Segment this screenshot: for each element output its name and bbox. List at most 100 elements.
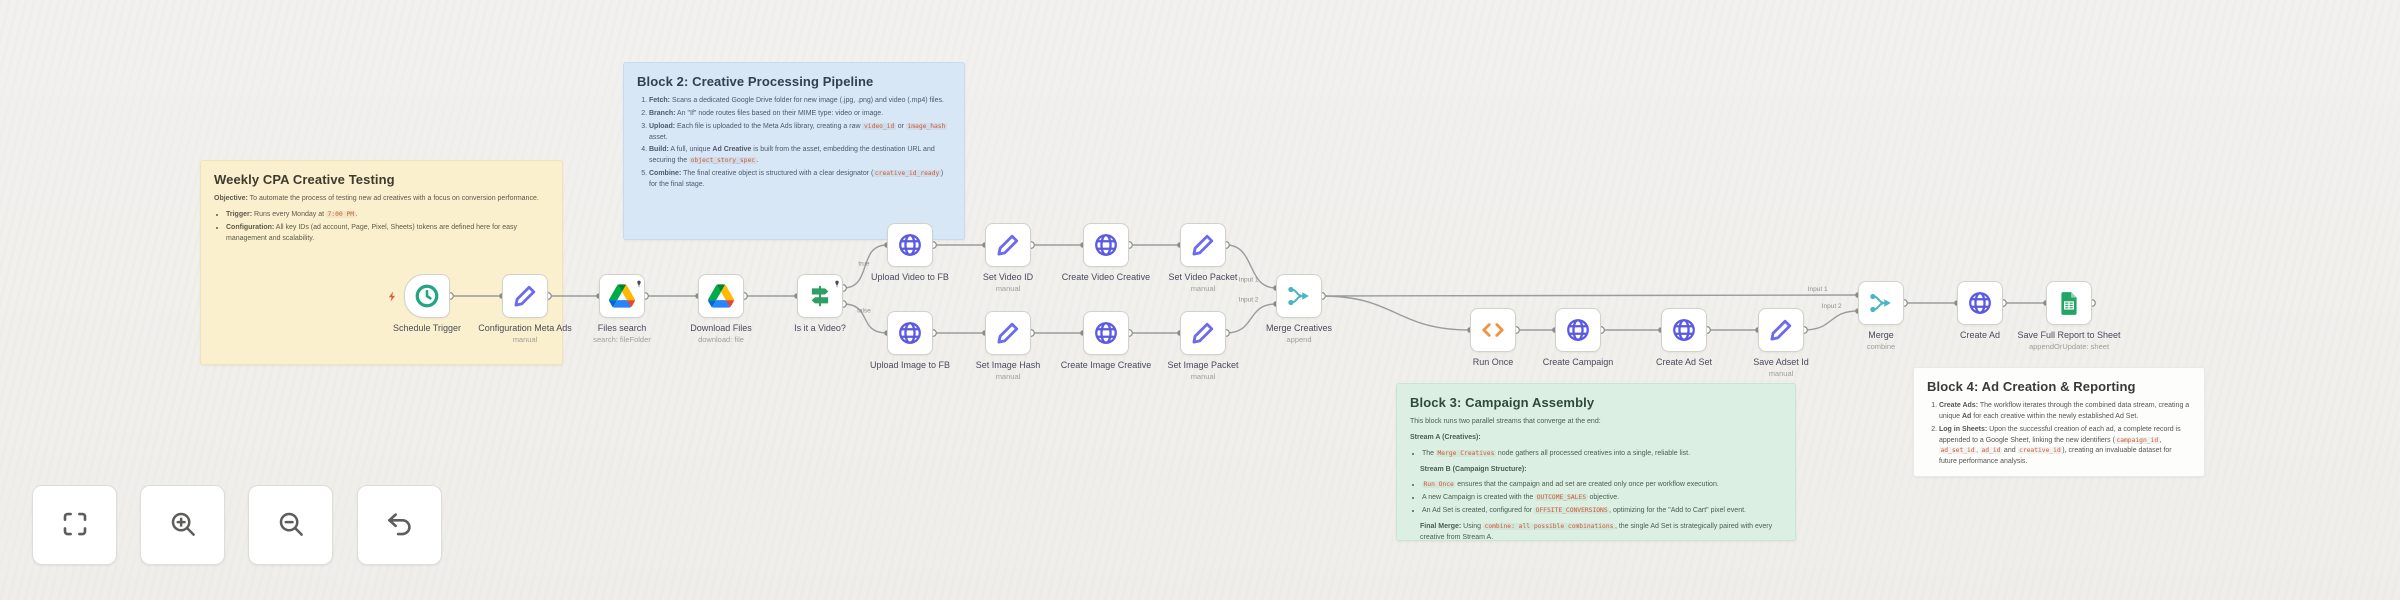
node-subtitle: combine [1866, 341, 1896, 351]
note-text-run: To automate the process of testing new a… [247, 195, 539, 202]
node-set-video-id[interactable] [985, 223, 1031, 267]
node-set-video-packet[interactable] [1180, 223, 1226, 267]
sticky-note-title: Block 4: Ad Creation & Reporting [1927, 379, 2136, 394]
node-label: Create Video Creative [1031, 272, 1181, 283]
node-label: Schedule Trigger [352, 323, 502, 334]
zoom-in-button[interactable] [140, 485, 225, 565]
undo-button[interactable] [357, 485, 442, 565]
note-text-run: Trigger: [226, 210, 253, 218]
node-subtitle: download: file [698, 334, 744, 344]
connection [1225, 244, 1277, 289]
node-create-ad-set[interactable] [1661, 308, 1707, 352]
connection [1225, 303, 1277, 334]
pinned-data-icon [635, 275, 643, 288]
node-create-image-creative[interactable] [1083, 311, 1129, 355]
merge-icon [1286, 283, 1312, 309]
globe-icon [897, 320, 923, 346]
note-text-run: ensures that the campaign and ad set are… [1455, 481, 1719, 489]
note-text-run: objective. [1587, 494, 1620, 502]
node-is-it-a-video[interactable] [797, 274, 843, 318]
note-code-token: ad_id [1980, 447, 2002, 455]
node-merge-creatives[interactable] [1276, 274, 1322, 318]
pencil-icon [1190, 320, 1216, 346]
node-save-full-report-to-sheet[interactable] [2046, 281, 2092, 325]
node-set-image-packet[interactable] [1180, 311, 1226, 355]
globe-icon [1093, 320, 1119, 346]
note-text-run: Create Ads: [1939, 402, 1979, 409]
connection [842, 303, 888, 334]
note-text-run: ), creating an invaluable dataset for fu… [1939, 447, 2172, 466]
pencil-icon [1768, 317, 1794, 343]
sticky-note-body: Fetch: Scans a dedicated Google Drive fo… [637, 96, 951, 191]
node-title: Create Campaign [1542, 357, 1614, 367]
node-subtitle: manual [1768, 368, 1794, 378]
note-text-run: The workflow iterates through the combin… [1939, 402, 2190, 420]
node-subtitle: manual [512, 334, 538, 344]
node-title: Download Files [690, 323, 752, 333]
node-title: Set Image Packet [1167, 360, 1239, 370]
node-save-adset-id[interactable] [1758, 308, 1804, 352]
node-create-ad[interactable] [1957, 281, 2003, 325]
node-subtitle: manual [1190, 283, 1216, 293]
node-title: Set Image Hash [975, 360, 1041, 370]
note-text-run: Log in Sheets: [1939, 425, 1988, 433]
code-icon [1480, 317, 1506, 343]
sticky-note-block-2-creative-processing-pipeline[interactable]: Block 2: Creative Processing PipelineFet… [623, 62, 965, 240]
node-upload-image-to-fb[interactable] [887, 311, 933, 355]
note-text-run: ) for the final stage. [649, 170, 944, 188]
note-text-run: Upon the successful creation of each ad,… [1939, 425, 2181, 444]
note-code-token: Merge Creatives [1436, 449, 1496, 457]
note-text-run: The [1422, 449, 1437, 457]
note-text-run: Ad Creative [712, 146, 752, 154]
note-text-run: Stream A (Creatives): [1410, 433, 1481, 441]
fit-view-button[interactable] [32, 485, 117, 565]
globe-icon [1093, 232, 1119, 258]
node-create-campaign[interactable] [1555, 308, 1601, 352]
connection [1321, 295, 1471, 331]
node-merge[interactable] [1858, 281, 1904, 325]
node-set-image-hash[interactable] [985, 311, 1031, 355]
zoom-out-button[interactable] [248, 485, 333, 565]
node-title: Create Video Creative [1061, 272, 1151, 282]
node-configuration-meta-ads[interactable] [502, 274, 548, 318]
node-subtitle: manual [1190, 371, 1216, 381]
note-code-token: object_story_spec [689, 157, 757, 165]
node-label: Upload Video to FB [835, 272, 985, 283]
sticky-note-block-4-ad-creation-reporting[interactable]: Block 4: Ad Creation & ReportingCreate A… [1913, 367, 2205, 477]
sticky-note-title: Block 3: Campaign Assembly [1410, 395, 1595, 410]
node-download-files[interactable] [698, 274, 744, 318]
note-text-run: . [756, 157, 759, 165]
node-label: Run Once [1418, 357, 1568, 368]
node-title: Upload Image to FB [869, 360, 951, 370]
note-text-run: Using [1461, 522, 1484, 530]
note-text-run: is built from the asset, embedding the d… [649, 146, 935, 165]
note-code-token: combine: all possible combinations [1483, 522, 1615, 530]
note-text-run: asset. [649, 133, 668, 141]
node-upload-video-to-fb[interactable] [887, 223, 933, 267]
note-text-run: Configuration: [226, 223, 275, 231]
node-title: Merge Creatives [1265, 323, 1333, 333]
note-text-run: Runs every Monday at [252, 210, 326, 218]
note-text-run: node gathers all processed creatives int… [1495, 449, 1691, 457]
node-create-video-creative[interactable] [1083, 223, 1129, 267]
node-title: Save Full Report to Sheet [2017, 330, 2121, 340]
node-label: Upload Image to FB [835, 360, 985, 371]
note-code-token: Run Once [1422, 481, 1456, 489]
note-text-run: Ad [1961, 412, 1972, 420]
node-label: Is it a Video? [745, 323, 895, 334]
node-schedule-trigger[interactable] [404, 274, 450, 318]
undo-icon [385, 509, 415, 542]
note-text-run: Objective: [214, 195, 248, 202]
node-run-once[interactable] [1470, 308, 1516, 352]
globe-icon [1565, 317, 1591, 343]
node-files-search[interactable] [599, 274, 645, 318]
fit-icon [60, 509, 90, 542]
